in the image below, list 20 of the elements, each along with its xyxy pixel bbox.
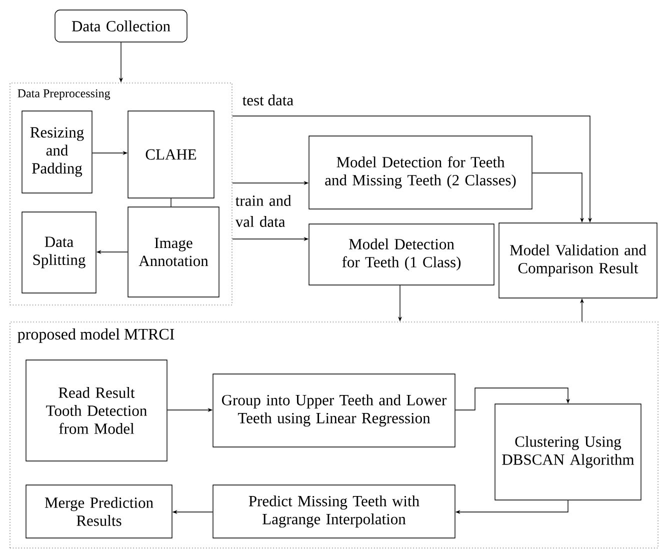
dotted-group-frame [10, 82, 232, 306]
edge-label: test data [241, 94, 295, 106]
process-box: Model Validation and Comparison Result [498, 222, 658, 298]
rounded-box: Data Collection [54, 10, 188, 42]
process-box: Model Detection for Teeth and Missing Teeth (2 Classes) [308, 136, 532, 210]
process-box: Group into Upper Teeth and Lower Teeth using Linear Regression [212, 374, 456, 448]
process-box: Merge Prediction Results [26, 484, 172, 538]
arrow [455, 388, 570, 410]
process-box: Model Detection for Teeth (1 Class) [308, 224, 494, 286]
group-title: Data Preprocessing [18, 89, 110, 100]
text-label: train and val data [234, 194, 302, 228]
process-box: Predict Missing Teeth with Lagrange Interpolation [212, 484, 456, 538]
process-box: Clustering Using DBSCAN Algorithm [494, 404, 642, 500]
process-box: CLAHE [128, 110, 214, 198]
process-box: Image Annotation [128, 206, 220, 298]
dotted-group-frame [10, 322, 658, 548]
process-box: Resizing and Padding [22, 110, 92, 194]
process-box: Read Result Tooth Detection from Model [26, 360, 168, 462]
group-title: proposed model MTRCI [18, 328, 174, 343]
process-box: Data Splitting [22, 212, 96, 294]
